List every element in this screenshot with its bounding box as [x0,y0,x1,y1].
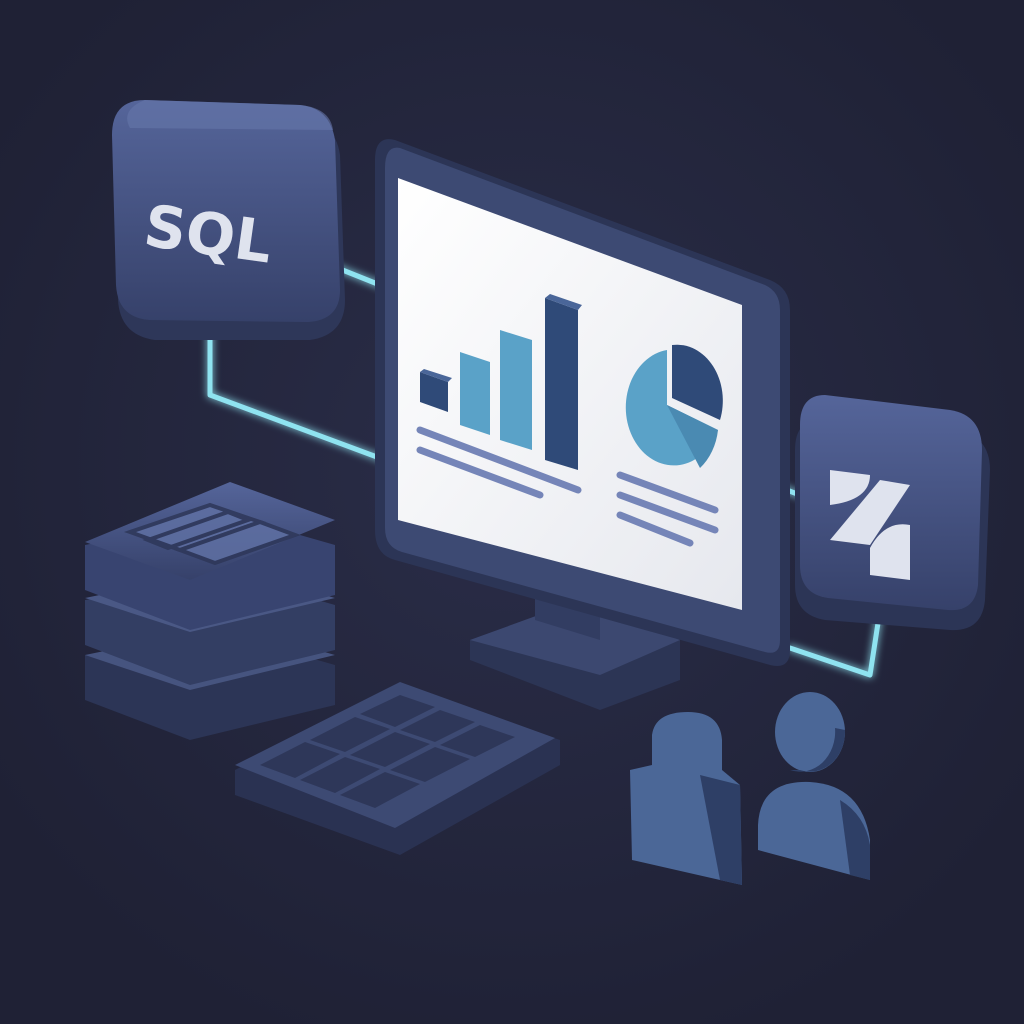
user-figure-left [630,712,742,885]
database-stack-icon [85,482,335,740]
connector-sql-monitor-lower [207,327,388,463]
zendesk-logo-icon [830,470,910,580]
zendesk-tile [795,395,990,631]
users-icon [630,692,870,885]
bar-chart-icon [420,294,582,470]
screen-text-lines-left [416,426,582,499]
user-figure-right [758,692,870,880]
sql-tile: SQL [112,100,345,340]
pie-chart-icon [625,344,723,468]
table-grid-icon [235,682,560,855]
connector-zendesk-monitor-lower [787,607,883,678]
screen-text-lines-right [616,471,719,547]
monitor [375,139,790,710]
